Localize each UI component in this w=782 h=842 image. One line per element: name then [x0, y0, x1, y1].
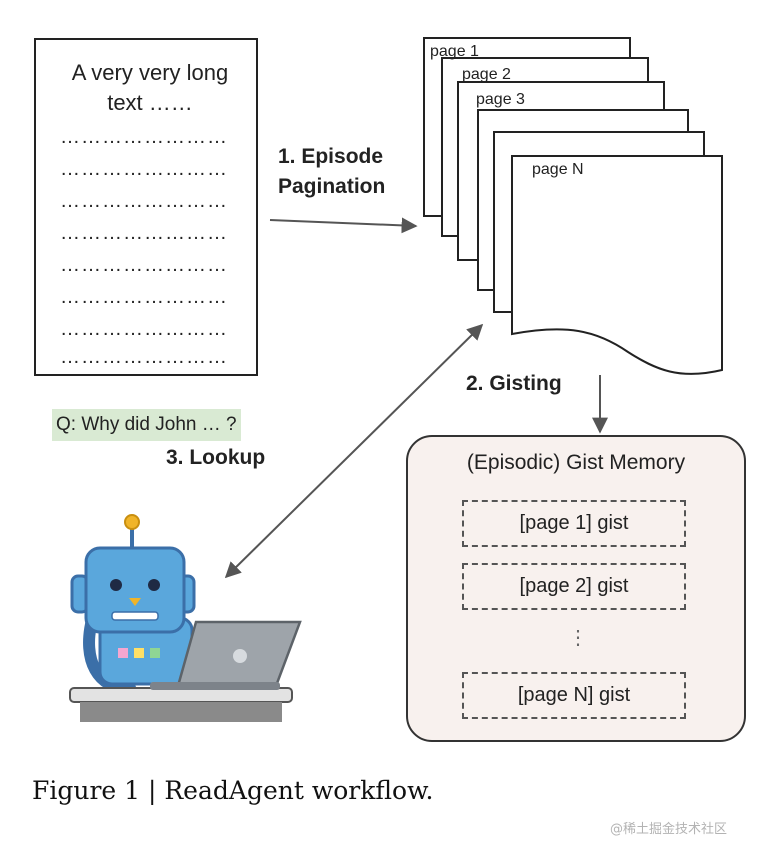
dotted-line: …………………… — [60, 158, 228, 180]
laptop-icon — [69, 620, 302, 722]
page-label: page 1 — [430, 43, 479, 60]
dotted-line: …………………… — [60, 126, 228, 148]
step-pagination-label: 1. Episode Pagination — [278, 145, 386, 198]
watermark: @稀土掘金技术社区 — [610, 822, 728, 837]
gist-entry: [page N] gist — [462, 672, 686, 719]
page-label: page 3 — [476, 91, 525, 108]
figure-caption: Figure 1 | ReadAgent workflow. — [32, 776, 434, 805]
document-title: A very very long text …… — [71, 60, 229, 115]
dotted-line: …………………… — [60, 286, 228, 308]
page-label: page N — [532, 161, 584, 178]
input-document: A very very long text …… …………………… ………………… — [34, 38, 258, 376]
lookup-arrow — [224, 323, 484, 579]
dotted-line: …………………… — [60, 222, 228, 244]
dotted-line: …………………… — [60, 190, 228, 212]
gist-memory-title: (Episodic) Gist Memory — [466, 451, 686, 474]
dotted-line: …………………… — [60, 346, 228, 368]
gist-entry: [page 2] gist — [462, 563, 686, 610]
gist-memory: (Episodic) Gist Memory [page 1] gist [pa… — [406, 435, 746, 742]
gist-ellipsis: ⋮ — [568, 627, 588, 649]
page-stack: page 1 page 2 page 3 page N — [423, 37, 723, 375]
step-gisting-label: 2. Gisting — [466, 372, 562, 395]
robot-icon — [70, 514, 196, 695]
page-sheet-front — [511, 155, 723, 375]
dotted-line: …………………… — [60, 254, 228, 276]
gist-entry: [page 1] gist — [462, 500, 686, 547]
query-text: Q: Why did John … ? — [52, 409, 241, 441]
pagination-arrow — [269, 217, 418, 234]
dotted-line: …………………… — [60, 318, 228, 340]
page-label: page 2 — [462, 66, 511, 83]
